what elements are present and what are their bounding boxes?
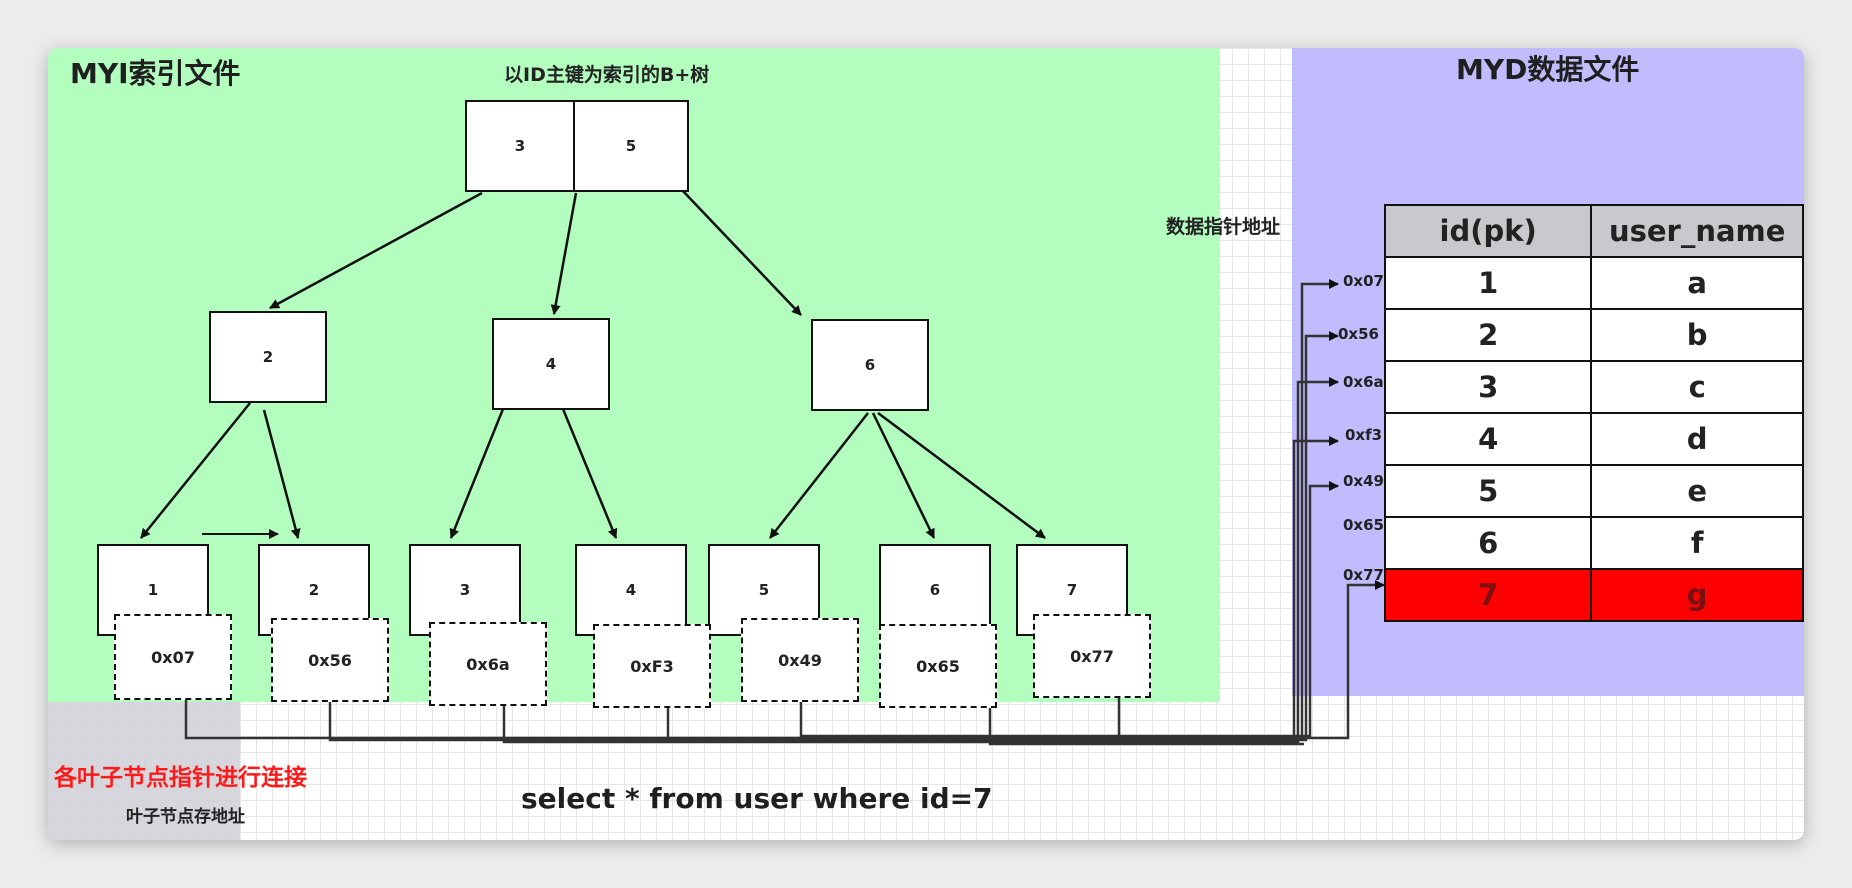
tree-subtitle: 以ID主键为索引的B+树 <box>504 64 710 86</box>
cell-id: 3 <box>1383 360 1593 414</box>
ptr-label-0x6a: 0x6a <box>1343 373 1384 391</box>
ptr-label-0x07: 0x07 <box>1343 272 1384 290</box>
cell-name: a <box>1590 256 1804 310</box>
root-key-5: 5 <box>573 100 689 192</box>
cell-id: 5 <box>1383 464 1593 518</box>
leaf-node-4: 4 <box>575 544 687 636</box>
leaf-link-caption: 各叶子节点指针进行连接 <box>54 765 307 791</box>
diagram-canvas: MYI索引文件 以ID主键为索引的B+树 MYD数据文件 数据指针地址 3 5 … <box>48 48 1804 840</box>
connector-0x65 <box>988 706 1304 746</box>
ptr-label-0x65: 0x65 <box>1343 516 1384 534</box>
leaf-addr-0x56: 0x56 <box>271 618 389 702</box>
cell-name: b <box>1590 308 1804 362</box>
myi-title: MYI索引文件 <box>70 57 241 90</box>
cell-id: 6 <box>1383 516 1593 570</box>
column-header-user-name: user_name <box>1590 204 1804 258</box>
leaf-node-3: 3 <box>409 544 521 636</box>
pointer-caption: 数据指针地址 <box>1166 216 1281 238</box>
cell-name: g <box>1590 568 1804 622</box>
internal-node-4: 4 <box>492 318 610 410</box>
cell-name: f <box>1590 516 1804 570</box>
cell-name: d <box>1590 412 1804 466</box>
cell-id: 1 <box>1383 256 1593 310</box>
ptr-label-0x56: 0x56 <box>1338 325 1379 343</box>
leaf-addr-caption: 叶子节点存地址 <box>126 807 245 827</box>
cell-id: 4 <box>1383 412 1593 466</box>
leaf-addr-0x65: 0x65 <box>879 624 997 708</box>
ptr-label-0xf3: 0xf3 <box>1345 426 1383 444</box>
leaf-addr-0x6a: 0x6a <box>429 622 547 706</box>
internal-node-2: 2 <box>209 311 327 403</box>
leaf-addr-0x49: 0x49 <box>741 618 859 702</box>
leaf-addr-0xF3: 0xF3 <box>593 624 711 708</box>
table-header-row: id(pk) user_name <box>1383 204 1804 258</box>
leaf-addr-0x77: 0x77 <box>1033 614 1151 698</box>
cell-name: e <box>1590 464 1804 518</box>
leaf-node-6: 6 <box>879 544 991 636</box>
cell-id: 7 <box>1383 568 1593 622</box>
myd-title: MYD数据文件 <box>1456 53 1640 86</box>
cell-name: c <box>1590 360 1804 414</box>
root-key-3: 3 <box>465 100 575 192</box>
internal-node-6: 6 <box>811 319 929 411</box>
cell-id: 2 <box>1383 308 1593 362</box>
leaf-addr-0x07: 0x07 <box>114 614 232 700</box>
sql-query: select * from user where id=7 <box>521 782 993 815</box>
ptr-label-0x49: 0x49 <box>1343 472 1384 490</box>
column-header-id: id(pk) <box>1383 204 1593 258</box>
ptr-label-0x77: 0x77 <box>1343 566 1384 584</box>
